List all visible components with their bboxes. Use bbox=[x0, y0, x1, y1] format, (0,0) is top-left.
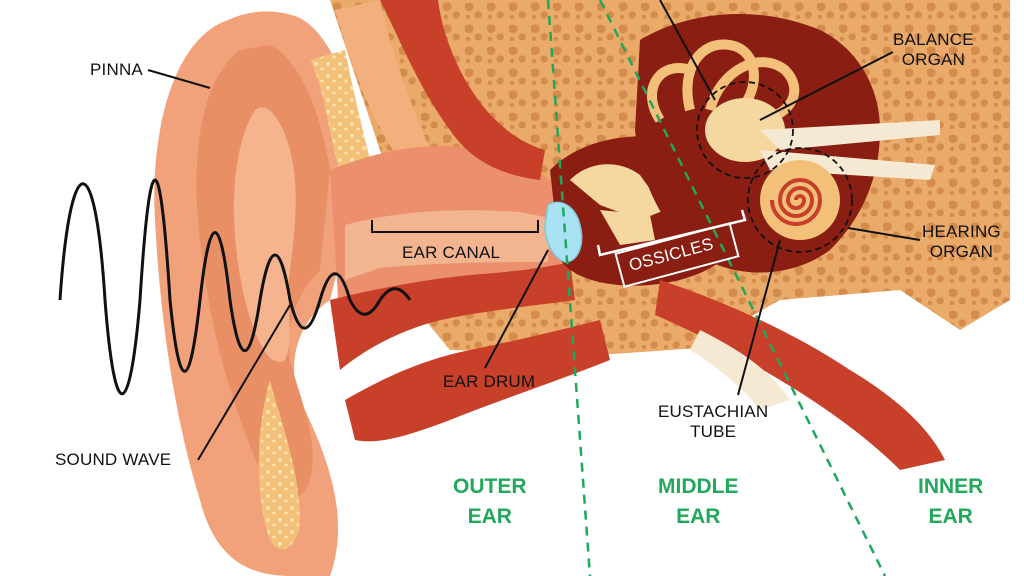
middle-ear-line2: EAR bbox=[676, 505, 721, 529]
balance-organ-label-line2: ORGAN bbox=[901, 50, 966, 70]
inner-ear-labyrinth bbox=[635, 13, 940, 273]
inner-ear-line2: EAR bbox=[928, 505, 973, 529]
pointer-lines bbox=[147, 0, 921, 461]
hearing-organ-label-line2: ORGAN bbox=[929, 242, 994, 262]
eustachian-tube bbox=[655, 280, 945, 470]
balance-organ-label: BALANCE ORGAN bbox=[893, 30, 974, 71]
outer-ear-region-label: OUTER EAR bbox=[453, 472, 527, 533]
inner-ear-line1: INNER bbox=[918, 475, 984, 498]
sound-wave bbox=[58, 178, 412, 396]
ossicles-box bbox=[614, 222, 740, 288]
ear-drum-label: EAR DRUM bbox=[443, 372, 536, 391]
outer-ear-line1: OUTER bbox=[453, 475, 527, 498]
inner-ear-region-label: INNER EAR bbox=[918, 472, 983, 533]
eardrum-shape bbox=[544, 201, 583, 263]
eustachian-tube-label: EUSTACHIAN TUBE bbox=[658, 402, 768, 443]
pinna-label: PINNA bbox=[90, 60, 143, 79]
ear-canal-bracket bbox=[371, 220, 539, 233]
hearing-organ-label: HEARING ORGAN bbox=[922, 222, 1001, 263]
ear-canal-label: EAR CANAL bbox=[402, 243, 501, 262]
region-dividers bbox=[546, 0, 887, 576]
ossicles-bracket bbox=[596, 209, 747, 257]
ear-canal-passage bbox=[345, 210, 550, 280]
eustachian-tube-label-line2: TUBE bbox=[690, 422, 737, 442]
hearing-organ-label-line1: HEARING bbox=[922, 222, 1001, 241]
middle-ear-region-label: MIDDLE EAR bbox=[658, 472, 739, 533]
organ-highlight-circles bbox=[696, 81, 853, 253]
outer-ear-line2: EAR bbox=[467, 505, 512, 529]
sound-wave-label: SOUND WAVE bbox=[55, 450, 172, 469]
eustachian-tube-label-line1: EUSTACHIAN bbox=[658, 402, 769, 421]
balance-organ-label-line1: BALANCE bbox=[893, 30, 974, 49]
pinna-shape bbox=[154, 0, 430, 576]
middle-ear-line1: MIDDLE bbox=[658, 475, 739, 498]
